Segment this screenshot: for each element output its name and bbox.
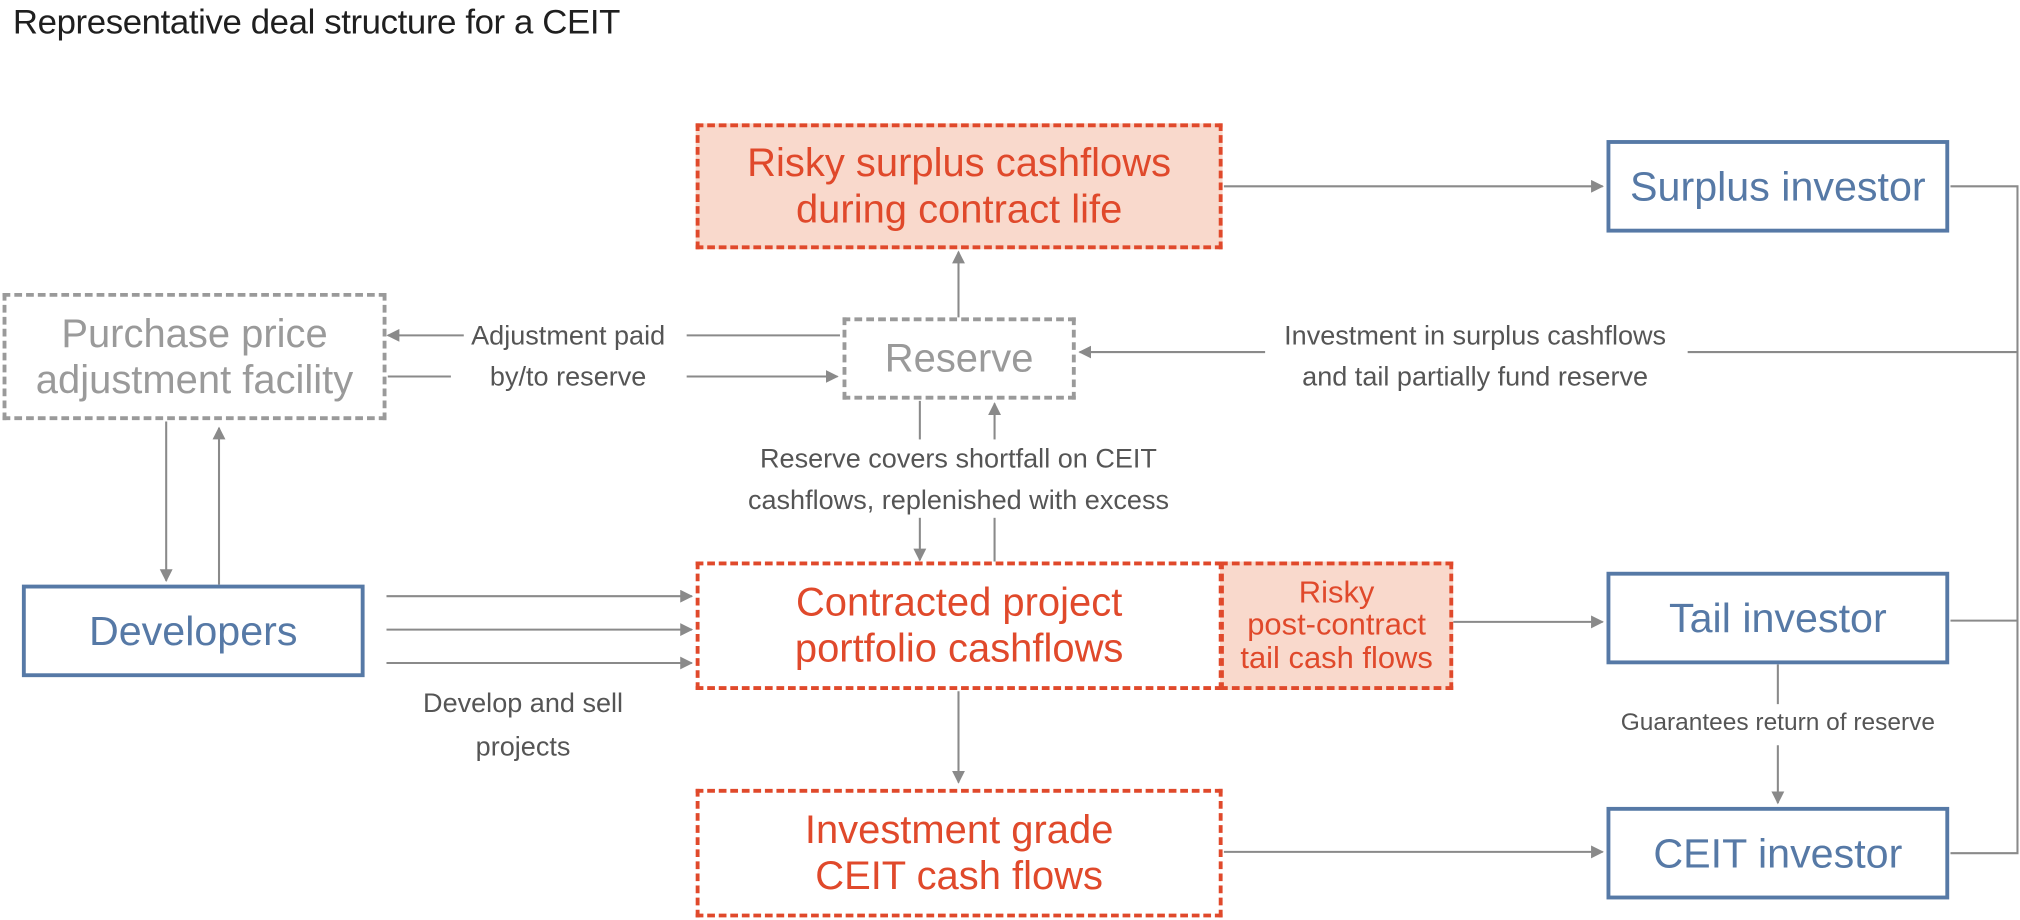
reserve-box: Reserve	[842, 317, 1076, 400]
guarantees-return-label: Guarantees return of reserve	[1597, 705, 1959, 743]
ceit-investor-box: CEIT investor	[1606, 806, 1950, 900]
reserve-covers-shortfall-label: Reserve covers shortfall on CEIT cashflo…	[747, 444, 1170, 515]
investment-grade-box: Investment grade CEIT cash flows	[695, 788, 1223, 918]
developers-box: Developers	[21, 584, 365, 678]
tail-investor-box: Tail investor	[1606, 571, 1950, 665]
surplus-investor-box: Surplus investor	[1606, 140, 1950, 233]
page-title: Representative deal structure for a CEIT	[12, 2, 620, 42]
line-investors-bus	[1950, 185, 2019, 855]
develop-and-sell-label: Develop and sell projects	[423, 688, 624, 762]
contracted-portfolio-box: Contracted project portfolio cashflows	[695, 561, 1223, 690]
risky-tail-cashflows-box: Risky post-contract tail cash flows	[1220, 561, 1454, 690]
purchase-price-adjustment-box: Purchase price adjustment facility	[2, 292, 387, 421]
adjustment-paid-label: Adjustment paid by/to reserve	[471, 321, 666, 392]
investment-in-surplus-label: Investment in surplus cashflows and tail…	[1284, 321, 1667, 392]
risky-surplus-cashflows-box: Risky surplus cashflows during contract …	[695, 123, 1223, 250]
